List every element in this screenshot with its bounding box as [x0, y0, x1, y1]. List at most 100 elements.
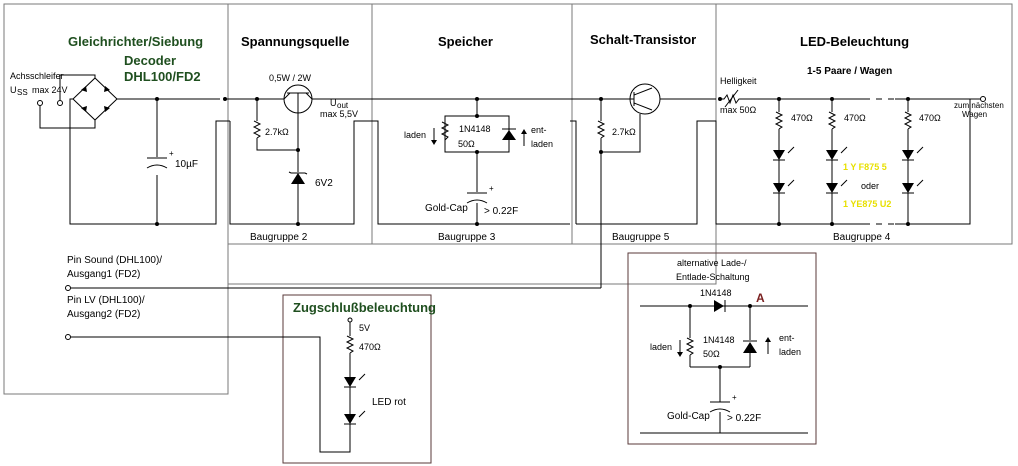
- group-label-4: Baugruppe 4: [833, 232, 891, 243]
- label-pin-sound-1: Pin Sound (DHL100)/: [67, 255, 162, 266]
- alt-goldcap-plate-2: [709, 408, 731, 413]
- label-charge: laden: [404, 130, 426, 140]
- label-uout-max: max 5,5V: [320, 109, 358, 119]
- label-or: oder: [861, 181, 879, 191]
- label-uss: U: [10, 85, 17, 95]
- label-discharge-2: laden: [531, 139, 553, 149]
- potentiometer-brightness: [720, 93, 980, 105]
- resistor-470-tail: [345, 335, 355, 354]
- rectifier-circuit: Achsschleifer U SS max 24V + 10µF: [10, 71, 198, 226]
- label-discharge-1: ent-: [531, 125, 547, 135]
- label-uss-max: max 24V: [32, 85, 68, 95]
- led-col2-top: [826, 150, 838, 160]
- diode-storage: [502, 130, 516, 140]
- label-transistor-power: 0,5W / 2W: [269, 73, 312, 83]
- terminal-pin-lv: [65, 334, 71, 340]
- label-alt-charge: laden: [650, 342, 672, 352]
- label-alt-discharge-2: laden: [779, 347, 801, 357]
- label-led-red: LED rot: [372, 397, 406, 408]
- label-tail-5v: 5V: [359, 323, 370, 333]
- storage-parallel-block: [444, 115, 510, 153]
- label-alt-goldcap: Gold-Cap: [667, 411, 710, 422]
- label-led-type-1: 1 Y F875 5: [843, 162, 887, 172]
- diode-alt: [743, 342, 757, 353]
- label-tail-470: 470Ω: [359, 342, 381, 352]
- heading-alternative-2: Entlade-Schaltung: [676, 272, 750, 282]
- heading-switch-transistor: Schalt-Transistor: [590, 32, 696, 47]
- terminal-axle-b: [57, 100, 63, 106]
- resistor-470-3: [903, 111, 913, 130]
- storage-circuit: laden 1N4148 50Ω ent- laden + Gold-Cap >…: [370, 97, 577, 226]
- label-alt-discharge-1: ent-: [779, 333, 795, 343]
- label-brightness-max: max 50Ω: [720, 105, 757, 115]
- label-pin-lv-2: Ausgang2 (FD2): [67, 309, 140, 320]
- label-goldcap-val: > 0.22F: [484, 206, 518, 217]
- group-label-2: Baugruppe 2: [250, 232, 308, 243]
- heading-decoder-model: DHL100/FD2: [124, 69, 201, 84]
- group-label-3: Baugruppe 3: [438, 232, 496, 243]
- led-lighting-circuit: Helligkeit max 50Ω 470Ω 470Ω: [712, 76, 1004, 226]
- heading-rectifier: Gleichrichter/Siebung: [68, 34, 203, 49]
- svg-text:+: +: [169, 149, 174, 158]
- label-alt-diode-top: 1N4148: [700, 288, 732, 298]
- label-brightness: Helligkeit: [720, 76, 757, 86]
- label-led-type-2: 1 YE875 U2: [843, 199, 891, 209]
- resistor-470-1: [774, 111, 784, 130]
- led-col2-bottom: [826, 183, 838, 193]
- switch-transistor-circuit: 2.7kΩ: [570, 83, 712, 288]
- label-uout-sub: out: [337, 101, 349, 110]
- group-label-5: Baugruppe 5: [612, 232, 670, 243]
- label-r-2k7-b: 2.7kΩ: [612, 127, 636, 137]
- terminal-axle-a: [37, 100, 43, 106]
- bridge-rectifier: [72, 77, 118, 121]
- label-cap-10uf: 10µF: [175, 159, 198, 170]
- heading-decoder: Decoder: [124, 53, 176, 68]
- zener-diode: [291, 173, 305, 184]
- label-r-470-3: 470Ω: [919, 113, 941, 123]
- label-alt-diode: 1N4148: [703, 335, 735, 345]
- resistor-2k7-a: [252, 120, 262, 139]
- resistor-50-alt: [685, 337, 695, 356]
- resistor-50-storage: [440, 121, 450, 141]
- label-uout: U: [330, 98, 337, 108]
- svg-text:+: +: [732, 393, 737, 402]
- label-axle: Achsschleifer: [10, 71, 64, 81]
- tail-light-circuit: 5V 470Ω LED rot: [344, 317, 406, 430]
- heading-storage: Speicher: [438, 34, 493, 49]
- led-col1-top: [773, 150, 785, 160]
- voltage-source-circuit: 2.7kΩ 0,5W / 2W U out max 5,5V 6V2: [225, 73, 370, 226]
- goldcap-plate-2: [466, 199, 488, 204]
- label-zener: 6V2: [315, 178, 333, 189]
- led-red-bottom: [344, 414, 356, 424]
- resistor-2k7-b: [596, 120, 606, 139]
- heading-alternative-1: alternative Lade-/: [677, 258, 747, 268]
- alternative-circuit: 1N4148 A laden 1N4148 50Ω ent- laden + G…: [640, 288, 808, 434]
- terminal-5v: [347, 317, 353, 323]
- subtitle-led-pairs: 1-5 Paare / Wagen: [807, 66, 892, 77]
- label-goldcap: Gold-Cap: [425, 203, 468, 214]
- label-r-2k7-a: 2.7kΩ: [265, 127, 289, 137]
- label-pin-lv-1: Pin LV (DHL100)/: [67, 295, 145, 306]
- led-col3-bottom: [902, 183, 914, 193]
- rail-ground-1: [157, 120, 230, 225]
- label-alt-r50: 50Ω: [703, 349, 720, 359]
- label-pin-sound-2: Ausgang1 (FD2): [67, 269, 140, 280]
- label-point-a: A: [756, 291, 765, 305]
- decoder-outputs: Pin Sound (DHL100)/ Ausgang1 (FD2) Pin L…: [65, 255, 601, 453]
- heading-tail-light: Zugschlußbeleuchtung: [293, 300, 436, 315]
- label-next-car-2: Wagen: [962, 110, 987, 119]
- frame-lower-area: [227, 243, 717, 285]
- led-col1-bottom: [773, 183, 785, 193]
- cap-10uf-plate-2: [146, 164, 168, 169]
- label-diode-storage: 1N4148: [459, 124, 491, 134]
- label-r-470-1: 470Ω: [791, 113, 813, 123]
- led-col3-top: [902, 150, 914, 160]
- frame-alternative: [627, 252, 817, 445]
- resistor-470-2: [827, 111, 837, 130]
- frame-rectifier: [3, 3, 229, 395]
- diode-alt-top: [714, 300, 724, 312]
- led-red-top: [344, 377, 356, 387]
- label-uss-sub: SS: [17, 88, 28, 97]
- heading-voltage-source: Spannungsquelle: [241, 34, 349, 49]
